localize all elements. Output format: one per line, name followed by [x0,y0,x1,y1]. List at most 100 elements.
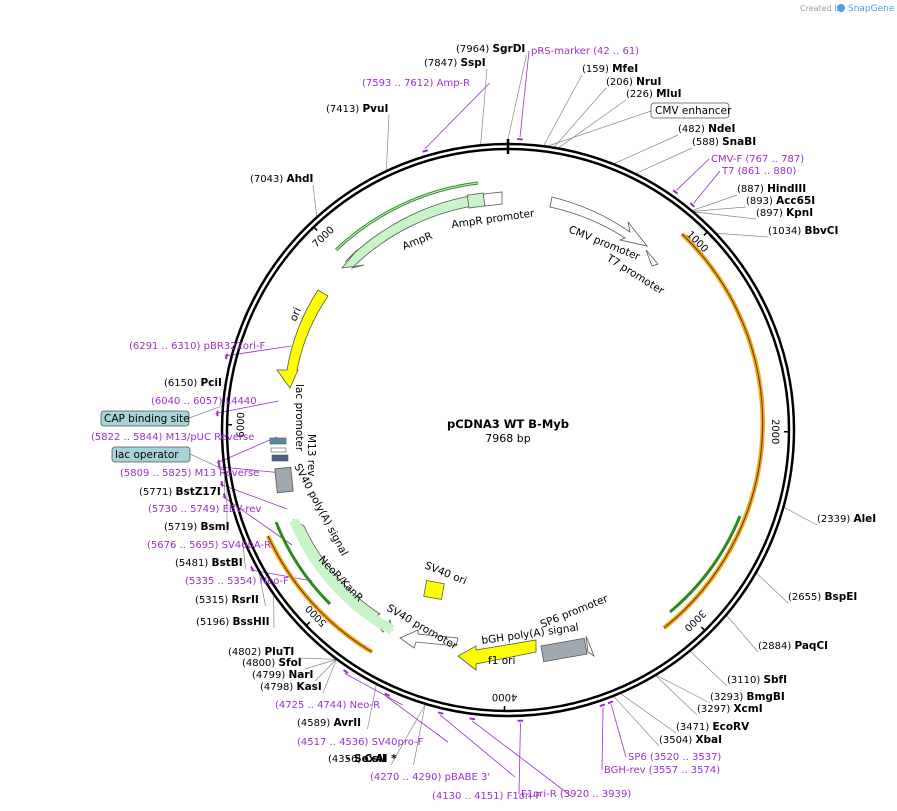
feature-ampr[interactable] [341,195,474,269]
site-label[interactable]: (5771) BstZ17I [139,486,221,498]
site-label[interactable]: (5719) BsmI [164,521,230,533]
primer-range: (5822 .. 5844) [91,432,166,443]
site-label[interactable]: (7847) SspI [424,57,486,69]
primer-label[interactable]: (6040 .. 6057) L4440 [151,396,257,407]
primer-leader [471,720,572,797]
site-label[interactable]: (3471) EcoRV [676,721,750,733]
feature-green-right[interactable] [669,515,742,614]
site-label[interactable]: (6150) PciI [164,377,222,389]
site-label[interactable]: (7043) AhdI [250,173,313,185]
feature-bgh-polya[interactable] [540,637,588,663]
site-leader [636,147,693,174]
feature-sv40-ori[interactable] [423,580,445,600]
primer-range: (5809 .. 5825) [120,468,195,479]
site-label[interactable]: (588) SnaBI [692,136,756,148]
primer-label[interactable]: F1ori-R (3920 .. 3939) [521,789,631,800]
primer-label[interactable]: (4517 .. 4536) SV40pro-F [297,737,424,748]
site-position: (3504) [659,735,695,746]
box-lac-operator[interactable] [111,446,191,463]
primer-label[interactable]: CMV-F (767 .. 787) [711,154,804,165]
feature-lac-box-2[interactable] [270,447,287,453]
feature-cmv-promoter[interactable] [549,196,649,247]
site-name: SnaBI [722,136,756,148]
primer-label[interactable]: SP6 (3520 .. 3537) [628,752,721,763]
site-leader [694,211,757,220]
primer-label[interactable]: (4130 .. 4151) F1ori-F [432,791,541,802]
primer-mark [220,480,224,487]
primer-label[interactable]: (4725 .. 4744) Neo-R [275,700,380,711]
site-name: AhdI [286,173,313,185]
site-label[interactable]: (5481) BstBI [175,557,243,569]
primer-label[interactable]: (5730 .. 5749) EBV-rev [148,504,261,515]
site-label[interactable]: (1034) BbvCI [768,225,838,237]
primer-label[interactable]: (5335 .. 5354) Neo-F [185,576,289,587]
primer-leader [601,707,604,771]
site-label[interactable]: (2339) AleI [817,513,876,525]
feature-f1-ori[interactable] [457,639,537,671]
site-label[interactable]: (2884) PaqCI [758,640,828,652]
feature-sv40-polya[interactable] [274,466,294,494]
site-position: (3293) [710,692,746,703]
site-label[interactable]: (5196) BssHII [196,616,270,628]
site-label[interactable]: (3297) XcmI [697,703,763,715]
site-label[interactable]: (893) Acc65I [746,195,815,207]
site-label[interactable]: (226) MluI [626,88,682,100]
site-position: (482) [678,124,708,135]
feature-lac-box-3[interactable] [271,454,289,462]
site-label[interactable]: (3504) XbaI [659,734,722,746]
primer-label[interactable]: T7 (861 .. 880) [721,166,796,177]
site-label[interactable]: (206) NruI [606,76,661,88]
site-leader [690,651,728,687]
site-label[interactable]: (4802) PluTI [228,646,294,658]
site-label[interactable]: (7964) SgrDI [456,43,525,55]
primer-label[interactable]: BGH-rev (3557 .. 3574) [604,765,720,776]
site-label[interactable]: (4356) CsiI [328,753,386,765]
site-leader [413,704,426,766]
box-cmv-enhancer-label: CMV enhancer [655,105,732,117]
primer-name: SV40pA-R [222,540,271,551]
primer-label[interactable]: (5676 .. 5695) SV40pA-R [147,540,271,551]
site-label[interactable]: (897) KpnI [756,207,813,219]
feature-sp6-promoter[interactable] [585,635,595,658]
primer-label[interactable]: (4270 .. 4290) pBABE 3' [370,772,490,783]
primer-label[interactable]: (6291 .. 6310) pBR322ori-F [129,341,265,352]
site-label[interactable]: (2655) BspEI [788,591,857,603]
site-position: (5481) [175,558,211,569]
primer-label[interactable]: (5822 .. 5844) M13/pUC Reverse [91,432,254,443]
primer-range: (3557 .. 3574) [649,765,721,776]
site-label[interactable]: (7413) PvuI [326,103,388,115]
box-cap-binding-site[interactable] [100,410,190,427]
primer-name: Amp-R [437,78,471,89]
feature-green-left[interactable] [274,521,332,606]
primer-label[interactable]: (5809 .. 5825) M13 Reverse [120,468,259,479]
site-label[interactable]: (4799) NarI [252,669,313,681]
site-label[interactable]: (3110) SbfI [727,674,787,686]
box-cmv-enhancer[interactable] [650,102,730,119]
site-position: (588) [692,137,722,148]
site-position: (887) [737,184,767,195]
site-label[interactable]: (4589) AvrII [297,717,361,729]
site-label[interactable]: - SexAI * [346,753,397,765]
primer-label[interactable]: (7593 .. 7612) Amp-R [362,78,470,89]
site-position: (6150) [164,378,200,389]
site-label[interactable]: (4800) SfoI [242,657,302,669]
feature-sv40-promoter[interactable] [399,629,459,649]
site-leader [298,657,336,660]
primer-name: EBV-rev [223,504,262,515]
tick-label: 6000 [236,412,247,438]
site-label[interactable]: (887) HindIII [737,183,806,195]
feature-t7-promoter[interactable] [645,249,659,267]
tick-7000 [313,226,318,232]
primer-label[interactable]: pRS-marker (42 .. 61) [531,46,639,57]
feature-ori[interactable] [276,289,329,389]
site-label[interactable]: (3293) BmgBI [710,691,785,703]
feature-orange-right[interactable] [662,232,765,630]
feature-lac-box-1[interactable] [269,437,287,445]
site-label[interactable]: (159) MfeI [582,63,638,75]
site-name: AleI [853,513,876,525]
site-label[interactable]: (4798) KasI [260,681,322,693]
site-label[interactable]: (5315) RsrII [195,594,259,606]
site-label[interactable]: (482) NdeI [678,123,735,135]
primer-name: SV40pro-F [372,737,424,748]
site-leader [480,68,488,145]
